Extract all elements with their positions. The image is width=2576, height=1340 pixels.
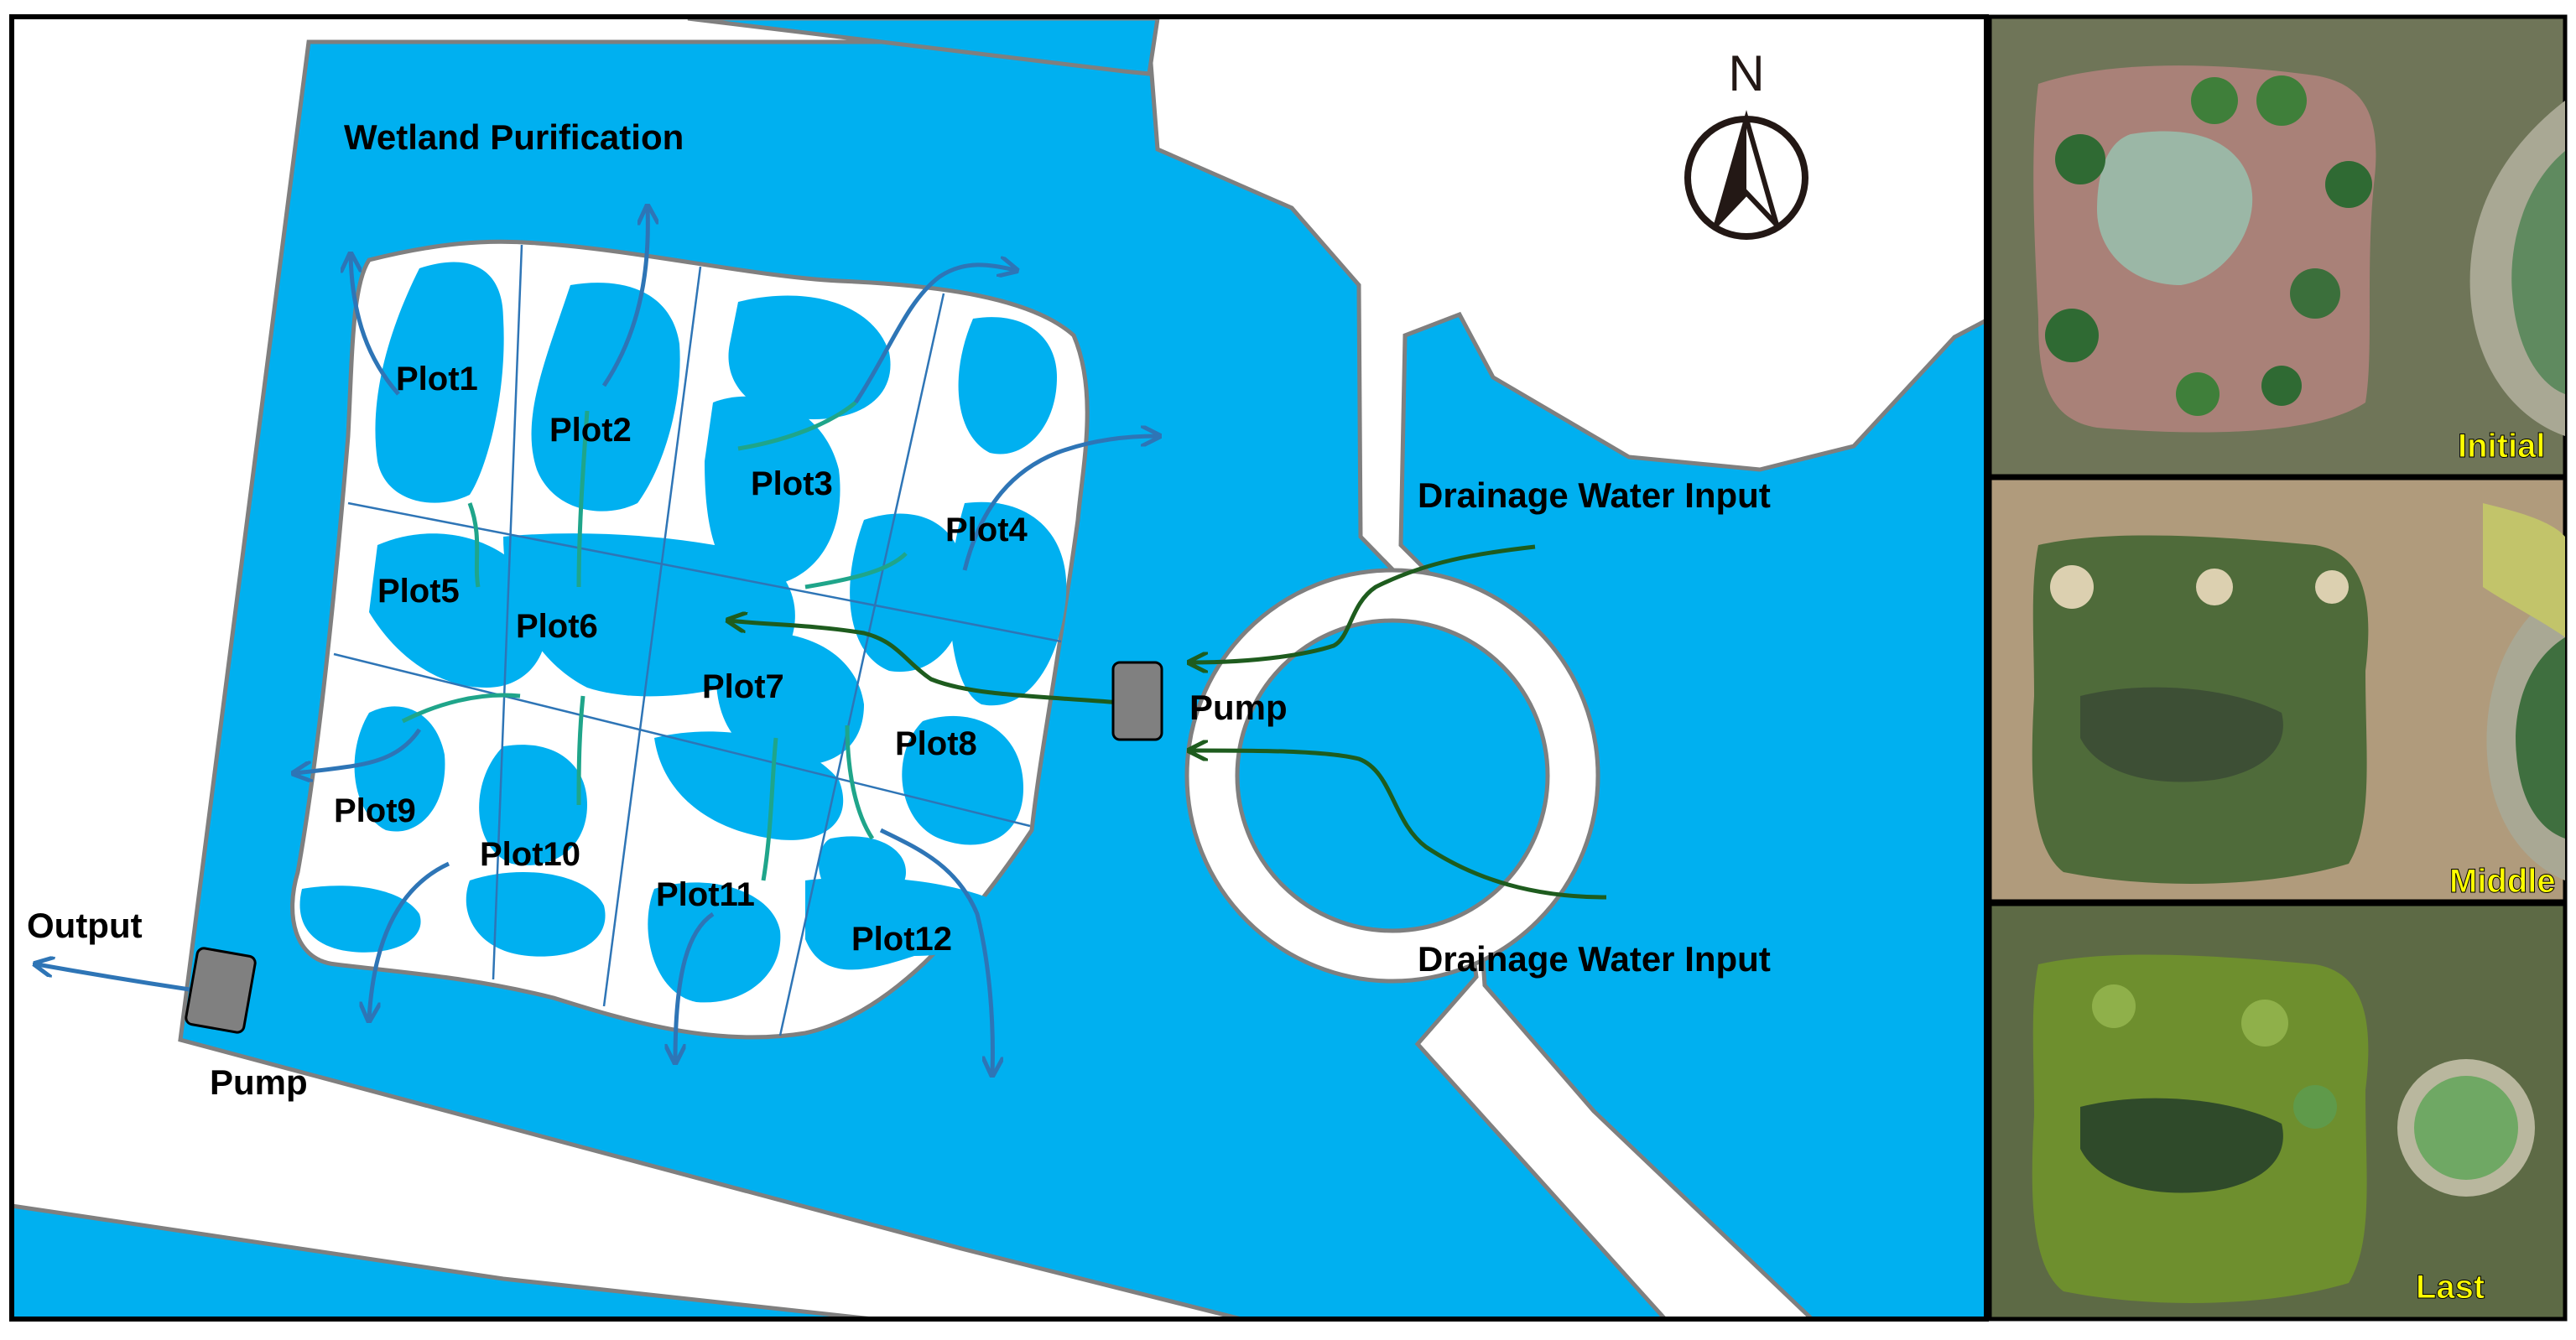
plot-label-12: Plot12 [851,921,952,958]
photo-label-initial: Initial [2458,428,2545,465]
plot-label-2: Plot2 [549,412,632,449]
plot-label-1: Plot1 [396,361,478,397]
plot-label-11: Plot11 [656,876,755,913]
plot-label-10: Plot10 [480,836,580,873]
north-label: N [1728,45,1764,101]
plot-label-4: Plot4 [945,512,1028,548]
photo-middle: Middle [1987,475,2568,904]
map-panel: N Wetland Purification Plot1 Plot2 Plot3… [12,17,1986,1319]
photo-last: Last [1987,901,2568,1322]
photo-label-last: Last [2416,1269,2485,1306]
pump-left-icon [185,947,257,1034]
circular-pond [1235,618,1550,933]
right-water-body [1398,311,1986,1319]
bottom-water-strip [12,1203,873,1319]
plot-label-6: Plot6 [516,608,598,645]
north-arrow-icon [1684,110,1808,240]
photo-label-middle: Middle [2449,863,2556,900]
drainage-input-top-label: Drainage Water Input [1418,475,1771,515]
pump-left-label: Pump [210,1062,308,1102]
pump-right-label: Pump [1189,688,1288,727]
plot-grid [333,244,1062,1036]
wetland-title: Wetland Purification [344,117,684,157]
pump-right-icon [1111,661,1163,741]
wetland-water-pockets [299,262,1067,1003]
inflow-arrows [730,544,1607,900]
plot-label-5: Plot5 [377,573,460,610]
output-arrow [37,964,190,992]
outflow-arrows [295,208,1158,1073]
plot-label-8: Plot8 [895,725,977,762]
photo-initial: Initial [1987,14,2568,479]
plot-label-7: Plot7 [702,668,784,705]
internal-flows [401,401,908,881]
drainage-input-bottom-label: Drainage Water Input [1418,939,1771,979]
output-label: Output [27,906,143,945]
plot-label-3: Plot3 [751,465,833,502]
plot-label-9: Plot9 [334,792,416,829]
